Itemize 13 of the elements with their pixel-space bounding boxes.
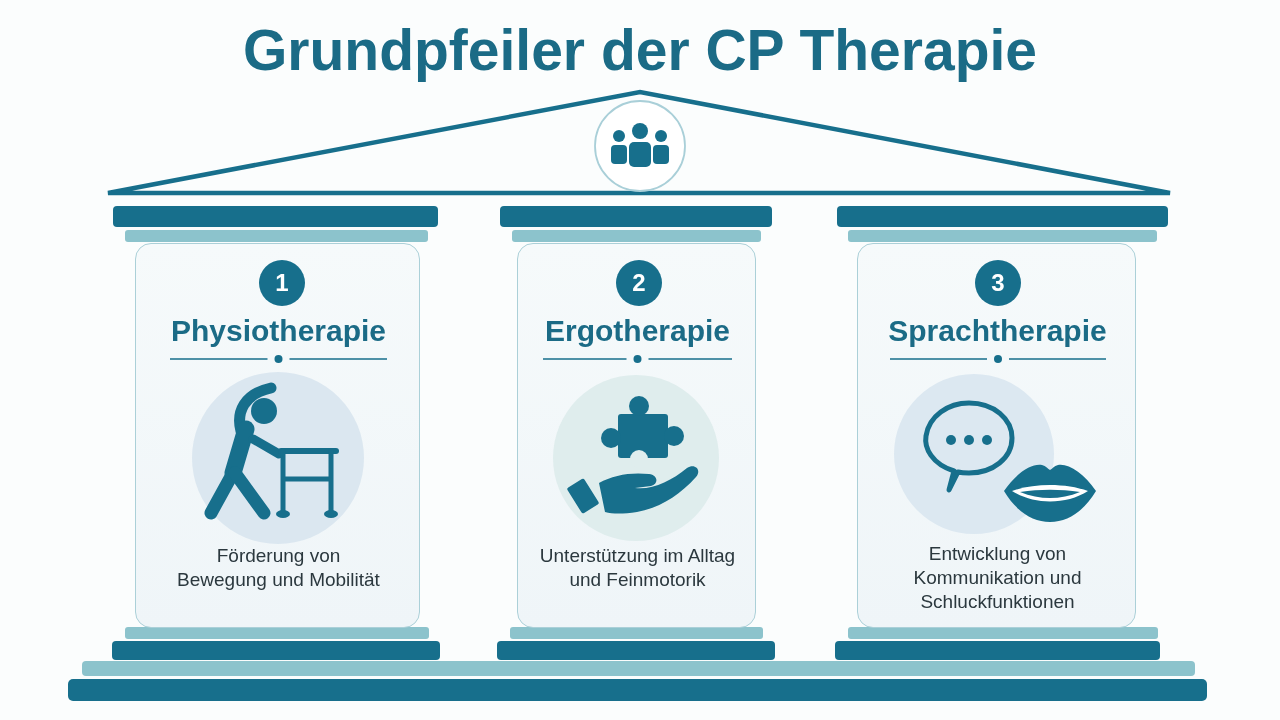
pillar-card [135, 243, 420, 628]
pillar-title: Sprachtherapie [888, 314, 1107, 348]
number-badge: 3 [975, 260, 1021, 306]
pillar-description: Entwicklung von Kommunikation und Schluckfunktionen [912, 542, 1083, 614]
pillar-title: Ergotherapie [545, 314, 730, 348]
pillar-description: Unterstützung im Alltag und Feinmotorik [538, 544, 737, 592]
pillar-card [517, 243, 756, 628]
number-badge: 2 [616, 260, 662, 306]
page-title: Grundpfeiler der CP Therapie [243, 18, 1037, 82]
number-badge: 1 [259, 260, 305, 306]
pillar-description: Förderung von Bewegung und Mobilität [176, 544, 381, 592]
pillar-title: Physiotherapie [170, 314, 387, 348]
pillar-card [857, 243, 1136, 628]
